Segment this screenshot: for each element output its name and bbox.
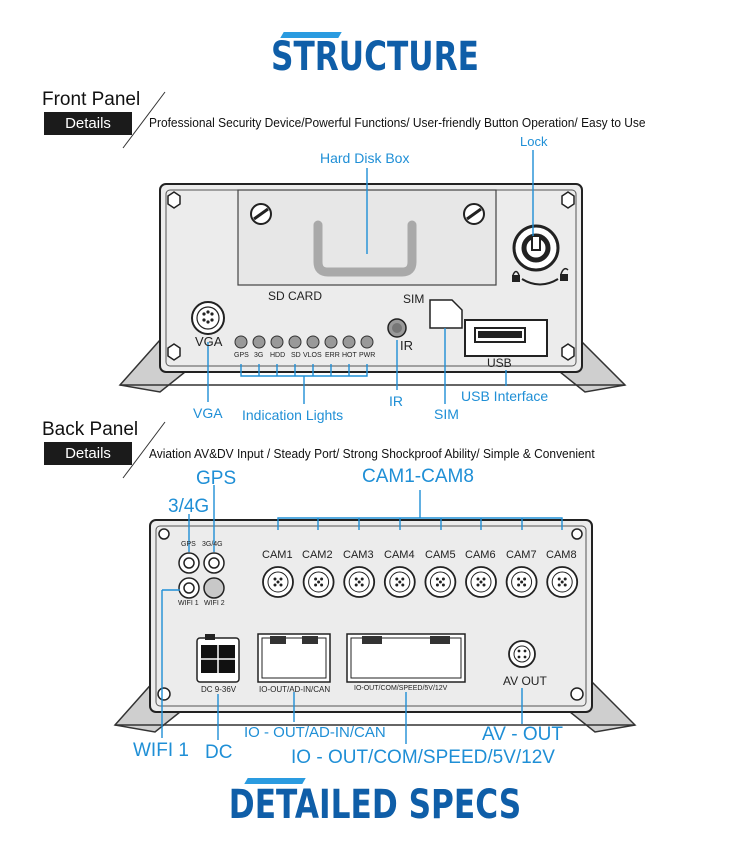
callout-usb-interface: USB Interface (461, 388, 549, 404)
callout-wifi1: WIFI 1 (133, 740, 189, 761)
led-label-pwr: PWR (359, 352, 376, 359)
usb-port-label: USB (487, 356, 512, 370)
cam7-label: CAM7 (506, 549, 537, 561)
callout-ir: IR (389, 393, 403, 409)
callout-io: IO - OUT/AD-IN/CAN (244, 724, 386, 741)
back-panel-title: Back Panel (42, 419, 139, 440)
sim-label: SIM (403, 292, 425, 306)
callout-cam-range: CAM1-CAM8 (362, 466, 474, 487)
dc-port-label: DC 9-36V (201, 685, 237, 694)
callout-lock: Lock (520, 134, 548, 149)
camera-connector-1 (262, 566, 294, 598)
led-label-gps: GPS (234, 352, 249, 359)
led-label-vlos: VLOS (303, 352, 322, 359)
callout-io2: IO - OUT/COM/SPEED/5V/12V (291, 747, 555, 768)
detailed-specs-heading: DETAILED SPECS (228, 782, 522, 828)
back-panel-description: Aviation AV&DV Input / Steady Port/ Stro… (149, 446, 595, 461)
cam8-label: CAM8 (546, 549, 577, 561)
callout-hard-disk-box: Hard Disk Box (320, 150, 410, 166)
led-label-sd: SD (291, 352, 301, 359)
back-title-divider (122, 421, 166, 479)
wifi1-antenna-label: WIFI 1 (178, 600, 199, 607)
av-out-port-label: AV OUT (503, 674, 547, 688)
callout-sim: SIM (434, 406, 459, 422)
camera-connector-7 (505, 566, 538, 598)
sd-card-label: SD CARD (268, 289, 323, 303)
callout-indication-lights: Indication Lights (242, 407, 344, 423)
camera-connector-6 (465, 566, 497, 598)
3g4g-antenna-label: 3G/4G (202, 541, 223, 548)
cam3-label: CAM3 (343, 549, 374, 561)
callout-3-4g: 3/4G (168, 496, 210, 517)
callout-vga: VGA (193, 405, 223, 421)
cam5-label: CAM5 (425, 549, 456, 561)
cam2-label: CAM2 (302, 549, 333, 561)
led-label-3g: 3G (254, 352, 264, 359)
vga-port-label: VGA (195, 334, 223, 349)
wifi2-antenna-label: WIFI 2 (204, 600, 225, 607)
back-details-label: Details (44, 442, 132, 465)
io-port-label: IO-OUT/AD-IN/CAN (259, 685, 331, 694)
front-title-divider (122, 91, 166, 149)
cam1-label: CAM1 (262, 549, 293, 561)
gps-antenna-label: GPS (181, 541, 196, 548)
io2-port-label: IO-OUT/COM/SPEED/5V/12V (354, 685, 448, 692)
callout-av-out: AV - OUT (482, 724, 563, 745)
callout-dc: DC (205, 742, 233, 763)
camera-connector-2 (302, 566, 335, 598)
ir-label: IR (400, 338, 413, 353)
led-label-hdd: HDD (270, 352, 286, 359)
callout-gps: GPS (196, 468, 237, 489)
led-label-hot: HOT (342, 352, 357, 359)
front-details-label: Details (44, 112, 132, 135)
structure-heading: STRUCTURE (271, 34, 479, 80)
camera-connector-8 (546, 566, 579, 598)
front-panel-title: Front Panel (42, 89, 141, 110)
camera-connector-4 (383, 566, 416, 598)
camera-connector-3 (343, 566, 376, 598)
camera-connector-5 (424, 566, 457, 598)
cam6-label: CAM6 (465, 549, 496, 561)
front-panel-description: Professional Security Device/Powerful Fu… (149, 115, 646, 130)
cam4-label: CAM4 (384, 549, 415, 561)
led-label-err: ERR (325, 352, 340, 359)
